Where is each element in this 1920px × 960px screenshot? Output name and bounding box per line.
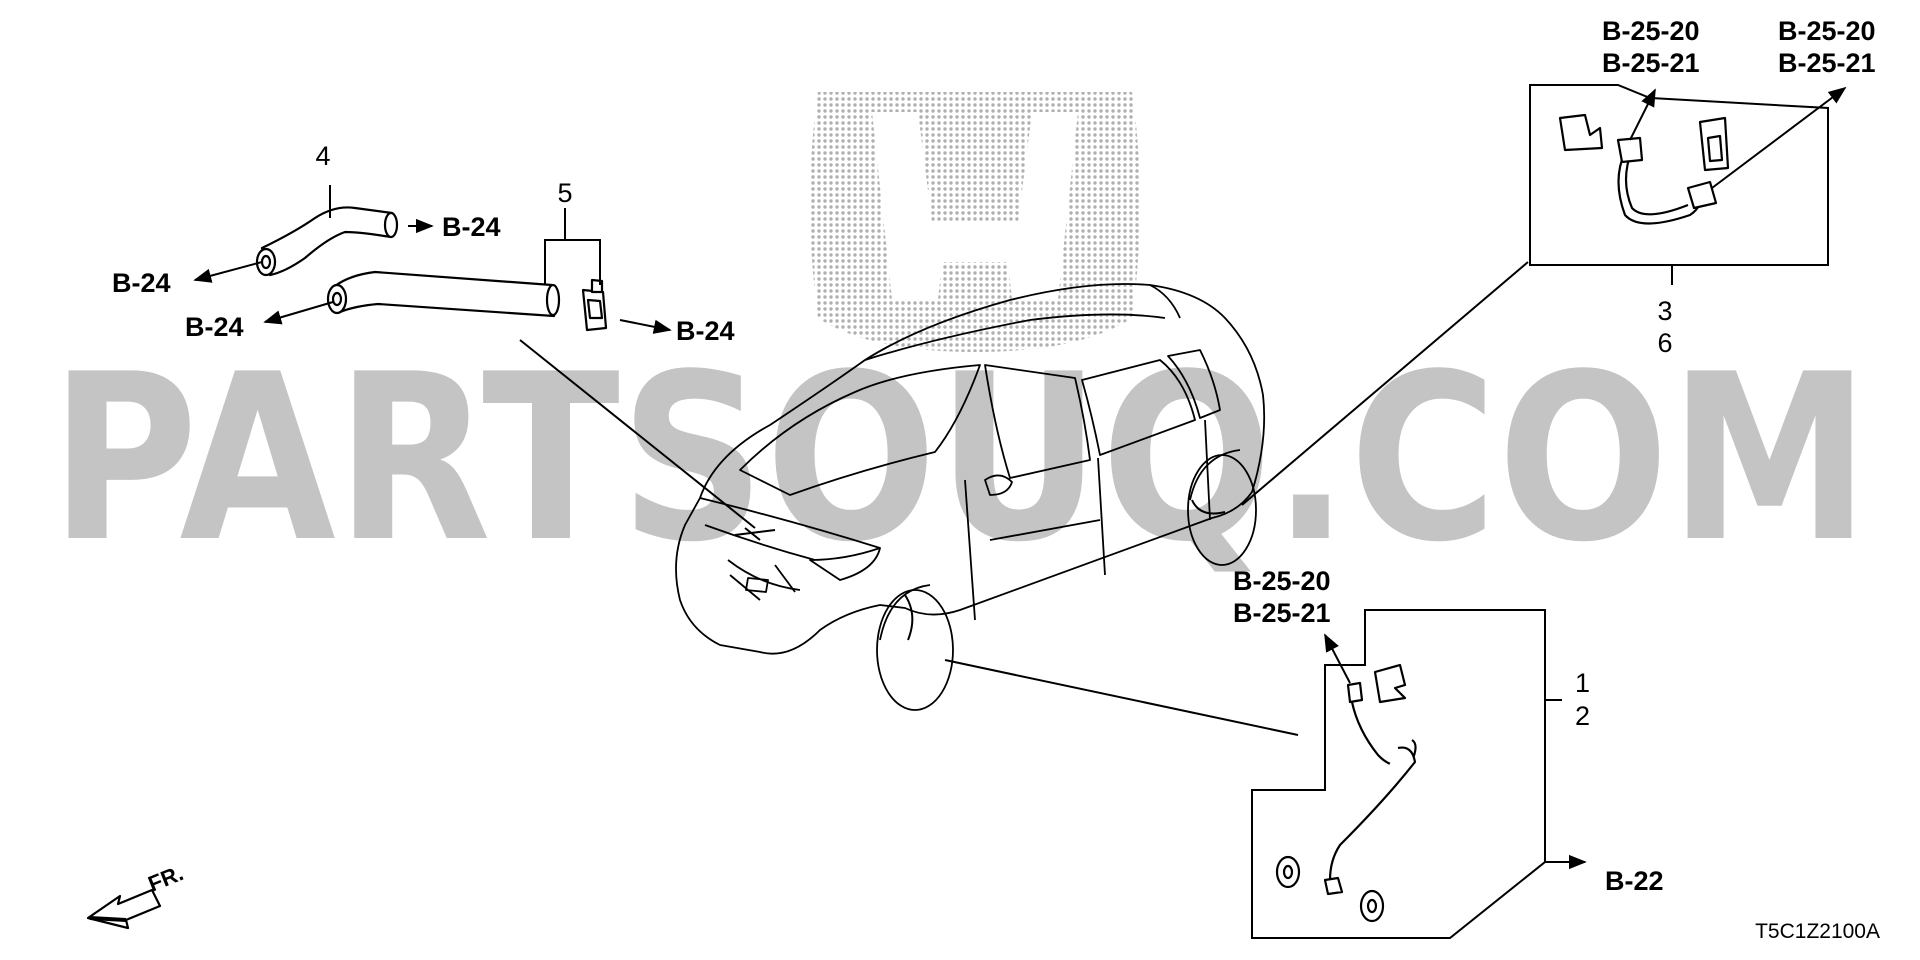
leader-front-to-car: [944, 659, 1299, 736]
front-indicator-label: FR.: [145, 860, 187, 896]
ref-b22[interactable]: B-22: [1605, 866, 1664, 896]
brake-hose-part-1-2: [1275, 663, 1417, 923]
leader-hose-to-car: [519, 339, 756, 529]
honda-logo-watermark: [810, 92, 1140, 352]
ref-b24-hose5-left[interactable]: B-24: [185, 312, 244, 342]
arrow-top-right: [1711, 86, 1847, 189]
car-illustration: [675, 283, 1266, 711]
part-number-3: 3: [1657, 296, 1672, 326]
part-number-1: 1: [1575, 668, 1590, 698]
arrow-top-mid: [1629, 88, 1656, 141]
ref-b2521-top-mid[interactable]: B-25-21: [1602, 48, 1700, 78]
leader-part-5-right: [565, 239, 601, 285]
ref-b2521-top-right[interactable]: B-25-21: [1778, 48, 1876, 78]
watermark-text: PARTSOUQ.COM: [50, 326, 1870, 593]
hose-part-4: [255, 206, 399, 277]
leader-part-5-left: [544, 239, 565, 285]
leader-rear-to-car: [1241, 261, 1529, 506]
box-part-1-2: [1251, 609, 1546, 939]
hose-part-5: [326, 270, 608, 332]
arrow-hose5-right: [619, 319, 672, 334]
arrow-bottom-ref: [1324, 633, 1351, 684]
part-number-2: 2: [1575, 701, 1590, 731]
arrow-hose5-left: [263, 301, 334, 325]
ref-b2520-top-right[interactable]: B-25-20: [1778, 16, 1876, 46]
front-direction-arrow-icon: FR.: [86, 860, 187, 930]
brake-hose-part-3-6: [1558, 113, 1730, 225]
box-part-3-6: [1529, 84, 1829, 266]
ref-b24-hose5-right[interactable]: B-24: [676, 316, 735, 346]
part-number-4: 4: [315, 141, 330, 171]
ref-b2521-bottom[interactable]: B-25-21: [1233, 598, 1331, 628]
part-number-6: 6: [1657, 328, 1672, 358]
ref-b24-hose4-left[interactable]: B-24: [112, 268, 171, 298]
ref-b2520-bottom[interactable]: B-25-20: [1233, 566, 1331, 596]
arrow-hose4-left: [193, 261, 263, 283]
ref-b24-hose4-right[interactable]: B-24: [442, 212, 501, 242]
ref-b2520-top-mid[interactable]: B-25-20: [1602, 16, 1700, 46]
part-number-5: 5: [557, 178, 572, 208]
diagram-code: T5C1Z2100A: [1755, 920, 1880, 943]
